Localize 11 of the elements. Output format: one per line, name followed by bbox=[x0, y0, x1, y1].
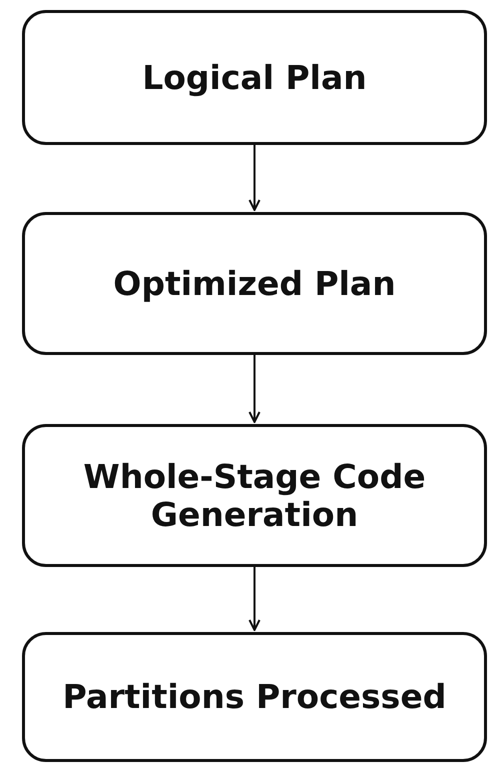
arrow bbox=[248, 567, 260, 631]
box-label: Logical Plan bbox=[141, 58, 368, 96]
process-box bbox=[22, 10, 487, 145]
box-label: Partitions Processed bbox=[62, 678, 448, 716]
arrow bbox=[248, 355, 260, 423]
box-label: Whole-Stage Code Generation bbox=[82, 458, 427, 534]
process-box bbox=[22, 424, 487, 567]
arrow bbox=[248, 145, 260, 211]
process-box bbox=[22, 212, 487, 355]
process-box bbox=[22, 632, 487, 762]
box-label: Optimized Plan bbox=[112, 264, 397, 302]
